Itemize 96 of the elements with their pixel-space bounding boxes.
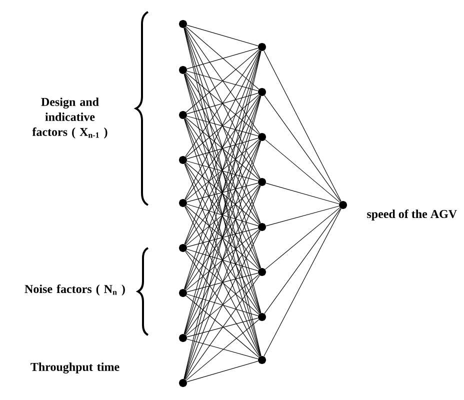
connection-line xyxy=(184,50,261,244)
connection-line xyxy=(186,338,258,360)
connection-line xyxy=(184,140,262,380)
connection-line xyxy=(186,294,258,316)
neuron-dot xyxy=(258,178,266,186)
connection-line xyxy=(186,162,260,225)
connection-line xyxy=(186,92,258,114)
connection-line xyxy=(184,164,261,356)
neuron-dot xyxy=(179,289,187,297)
connection-line xyxy=(186,274,260,336)
neuron-dot xyxy=(339,201,347,209)
connection-line xyxy=(184,96,262,334)
connection-line xyxy=(184,230,260,380)
connection-line xyxy=(185,206,260,314)
connection-line xyxy=(184,96,261,290)
connection-line xyxy=(184,140,261,334)
connection-line xyxy=(186,117,260,180)
connection-line xyxy=(184,74,261,268)
connection-line xyxy=(184,28,261,224)
connection-line xyxy=(186,72,260,135)
connection-line xyxy=(186,26,260,90)
connection-line xyxy=(266,182,340,204)
neuron-dot xyxy=(179,66,187,74)
connection-line xyxy=(184,73,260,224)
connection-line xyxy=(185,73,260,179)
connection-line xyxy=(186,295,260,358)
connection-line xyxy=(186,248,258,272)
neuron-dot xyxy=(258,223,266,231)
group-label: Design and indicative factors ( X$_{n-1}$ ) xyxy=(32,98,108,138)
connection-line xyxy=(184,95,260,245)
connection-line xyxy=(186,49,260,113)
connection-line xyxy=(186,272,258,292)
connection-line xyxy=(186,116,258,136)
neuron-dot xyxy=(179,111,187,119)
connection-line xyxy=(186,48,258,70)
connection-line xyxy=(186,204,258,226)
connection-line xyxy=(186,139,260,201)
neuron-dot xyxy=(258,313,266,321)
output-label: speed of the AGV xyxy=(367,210,457,220)
connection-line xyxy=(185,50,260,157)
connection-line xyxy=(264,95,341,202)
neuron-dot xyxy=(258,133,266,141)
connection-line xyxy=(184,163,260,314)
connection-line xyxy=(184,50,260,200)
connection-line xyxy=(264,207,340,270)
connection-line xyxy=(184,186,261,380)
connection-line xyxy=(186,160,258,182)
connection-line xyxy=(185,118,260,224)
connection-line xyxy=(186,319,260,381)
neuron-dot xyxy=(179,334,187,342)
connection-line xyxy=(186,228,258,248)
neuron-dot xyxy=(179,244,187,252)
connection-line xyxy=(186,94,260,158)
connection-line xyxy=(185,251,260,357)
neuron-dot xyxy=(258,43,266,51)
connection-line xyxy=(186,184,260,246)
connection-line xyxy=(186,318,258,338)
connection-line xyxy=(184,118,261,314)
connection-line xyxy=(184,118,262,356)
connection-line xyxy=(185,230,260,335)
connection-line xyxy=(264,208,342,357)
connection-line xyxy=(185,140,260,245)
connection-line xyxy=(186,138,258,160)
connection-line xyxy=(184,50,262,290)
connection-line xyxy=(184,140,260,290)
neuron-dot xyxy=(179,156,187,164)
connection-line xyxy=(184,118,260,269)
connection-line xyxy=(185,185,260,290)
connection-line xyxy=(186,229,260,291)
connection-line xyxy=(184,28,262,268)
connection-line xyxy=(184,206,260,357)
connection-line xyxy=(185,163,260,269)
group-label: Noise factors ( N$_{n}$ ) xyxy=(24,284,125,296)
connection-line xyxy=(185,275,260,380)
connection-line xyxy=(185,27,260,134)
connection-line xyxy=(186,182,258,202)
neuron-dot xyxy=(258,356,266,364)
connection-line xyxy=(264,50,342,202)
connection-line xyxy=(184,74,262,314)
neuron-dot xyxy=(179,379,187,387)
connection-line xyxy=(186,70,258,92)
connection-line xyxy=(186,205,260,270)
connection-line xyxy=(264,208,341,314)
connection-line xyxy=(186,360,258,382)
neuron-dot xyxy=(258,268,266,276)
connection-line xyxy=(184,185,260,335)
connection-line xyxy=(266,206,340,226)
connection-line xyxy=(186,250,260,315)
connection-line xyxy=(184,27,260,179)
connection-line xyxy=(264,139,340,203)
neuron-dot xyxy=(179,199,187,207)
connection-line xyxy=(186,24,258,46)
group-label: Throughput time xyxy=(30,362,120,374)
neuron-dot xyxy=(179,20,187,28)
neuron-dot xyxy=(258,88,266,96)
connection-line xyxy=(185,95,260,200)
